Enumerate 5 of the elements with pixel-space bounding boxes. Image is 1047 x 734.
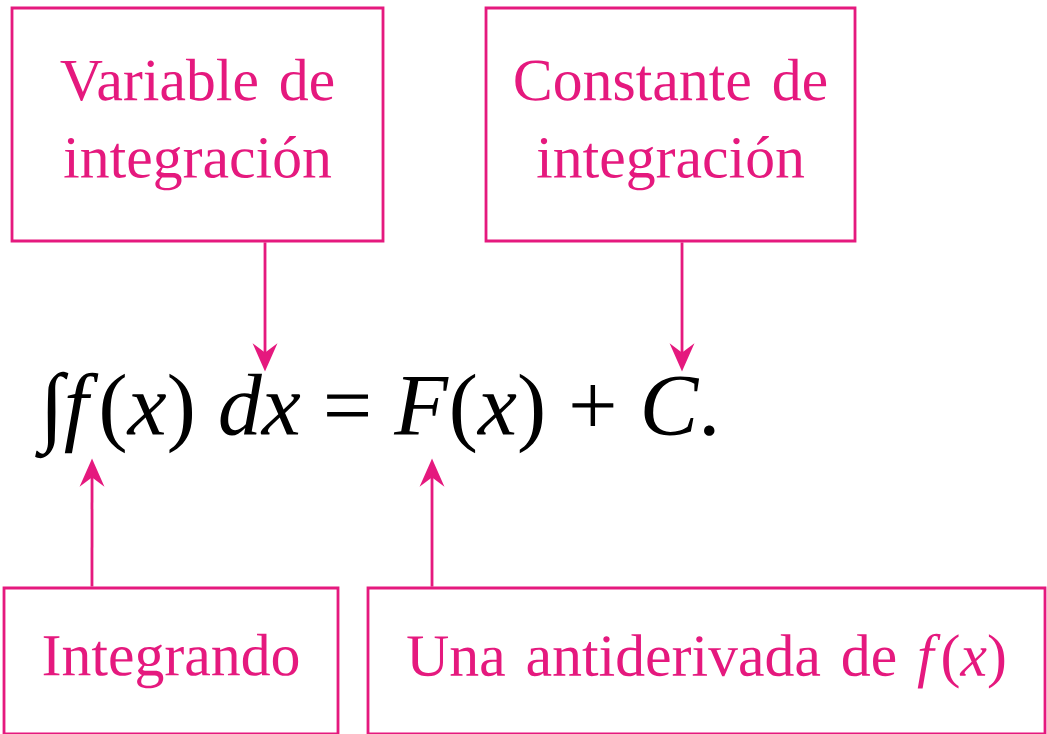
- label-box: Variable de integración: [10, 6, 385, 243]
- formula: ∫f(x) dx = F(x) + C.: [35, 371, 715, 459]
- label-box: Constante de integración: [484, 6, 857, 243]
- label-box: Una antiderivada de f(x): [366, 586, 1047, 734]
- label-box: Integrando: [2, 586, 340, 734]
